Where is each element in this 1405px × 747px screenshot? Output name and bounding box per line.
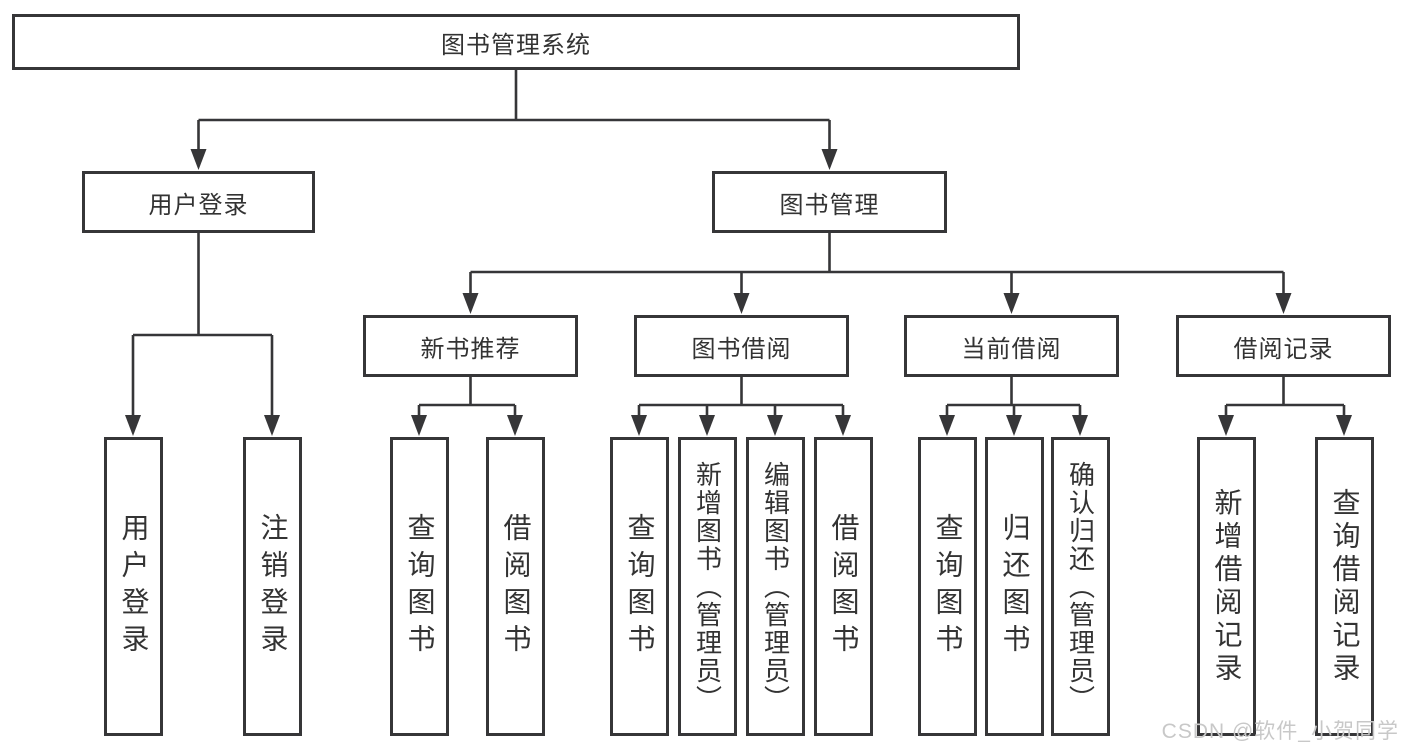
node-label: 新增图书（管理员） xyxy=(692,460,723,713)
leaf-bb-add-books-admin: 新增图书（管理员） xyxy=(678,437,737,736)
node-label: 归还图书 xyxy=(999,512,1031,661)
node-new-book-recommend: 新书推荐 xyxy=(363,315,578,377)
node-label: 查询借阅记录 xyxy=(1329,487,1361,686)
node-label: 查询图书 xyxy=(624,512,656,661)
node-borrow-records: 借阅记录 xyxy=(1176,315,1391,377)
node-label: 图书管理系统 xyxy=(441,31,591,59)
node-label: 借阅记录 xyxy=(1233,335,1334,363)
node-book-management: 图书管理 xyxy=(712,171,947,233)
leaf-cb-confirm-return-admin: 确认归还（管理员） xyxy=(1051,437,1110,736)
node-label: 用户登录 xyxy=(148,191,249,219)
node-label: 借阅图书 xyxy=(500,512,532,661)
leaf-nb-query-books: 查询图书 xyxy=(390,437,449,736)
node-label: 确认归还（管理员） xyxy=(1065,460,1096,713)
node-label: 注销登录 xyxy=(257,512,289,661)
arrowheads xyxy=(125,149,1352,436)
leaf-bb-edit-books-admin: 编辑图书（管理员） xyxy=(746,437,805,736)
leaf-bb-query-books: 查询图书 xyxy=(610,437,669,736)
node-label: 编辑图书（管理员） xyxy=(760,460,791,713)
leaf-bb-borrow-books: 借阅图书 xyxy=(814,437,873,736)
node-label: 查询图书 xyxy=(404,512,436,661)
leaf-br-query-record: 查询借阅记录 xyxy=(1315,437,1374,736)
leaf-cb-return-books: 归还图书 xyxy=(985,437,1044,736)
node-user-login: 用户登录 xyxy=(82,171,315,233)
node-label: 图书借阅 xyxy=(691,335,792,363)
leaf-user-login: 用户登录 xyxy=(104,437,163,736)
node-book-borrowing: 图书借阅 xyxy=(634,315,849,377)
node-label: 查询图书 xyxy=(932,512,964,661)
node-label: 新增借阅记录 xyxy=(1211,487,1243,686)
leaf-logout: 注销登录 xyxy=(243,437,302,736)
node-library-system-root: 图书管理系统 xyxy=(12,14,1020,70)
leaf-cb-query-books: 查询图书 xyxy=(918,437,977,736)
leaf-nb-borrow-books: 借阅图书 xyxy=(486,437,545,736)
node-label: 用户登录 xyxy=(118,512,150,661)
node-label: 新书推荐 xyxy=(420,335,521,363)
node-current-borrowing: 当前借阅 xyxy=(904,315,1119,377)
leaf-br-add-record: 新增借阅记录 xyxy=(1197,437,1256,736)
watermark: CSDN @软件_小贺同学 xyxy=(1161,720,1399,743)
node-label: 图书管理 xyxy=(779,191,880,219)
node-label: 借阅图书 xyxy=(828,512,860,661)
node-label: 当前借阅 xyxy=(961,335,1062,363)
